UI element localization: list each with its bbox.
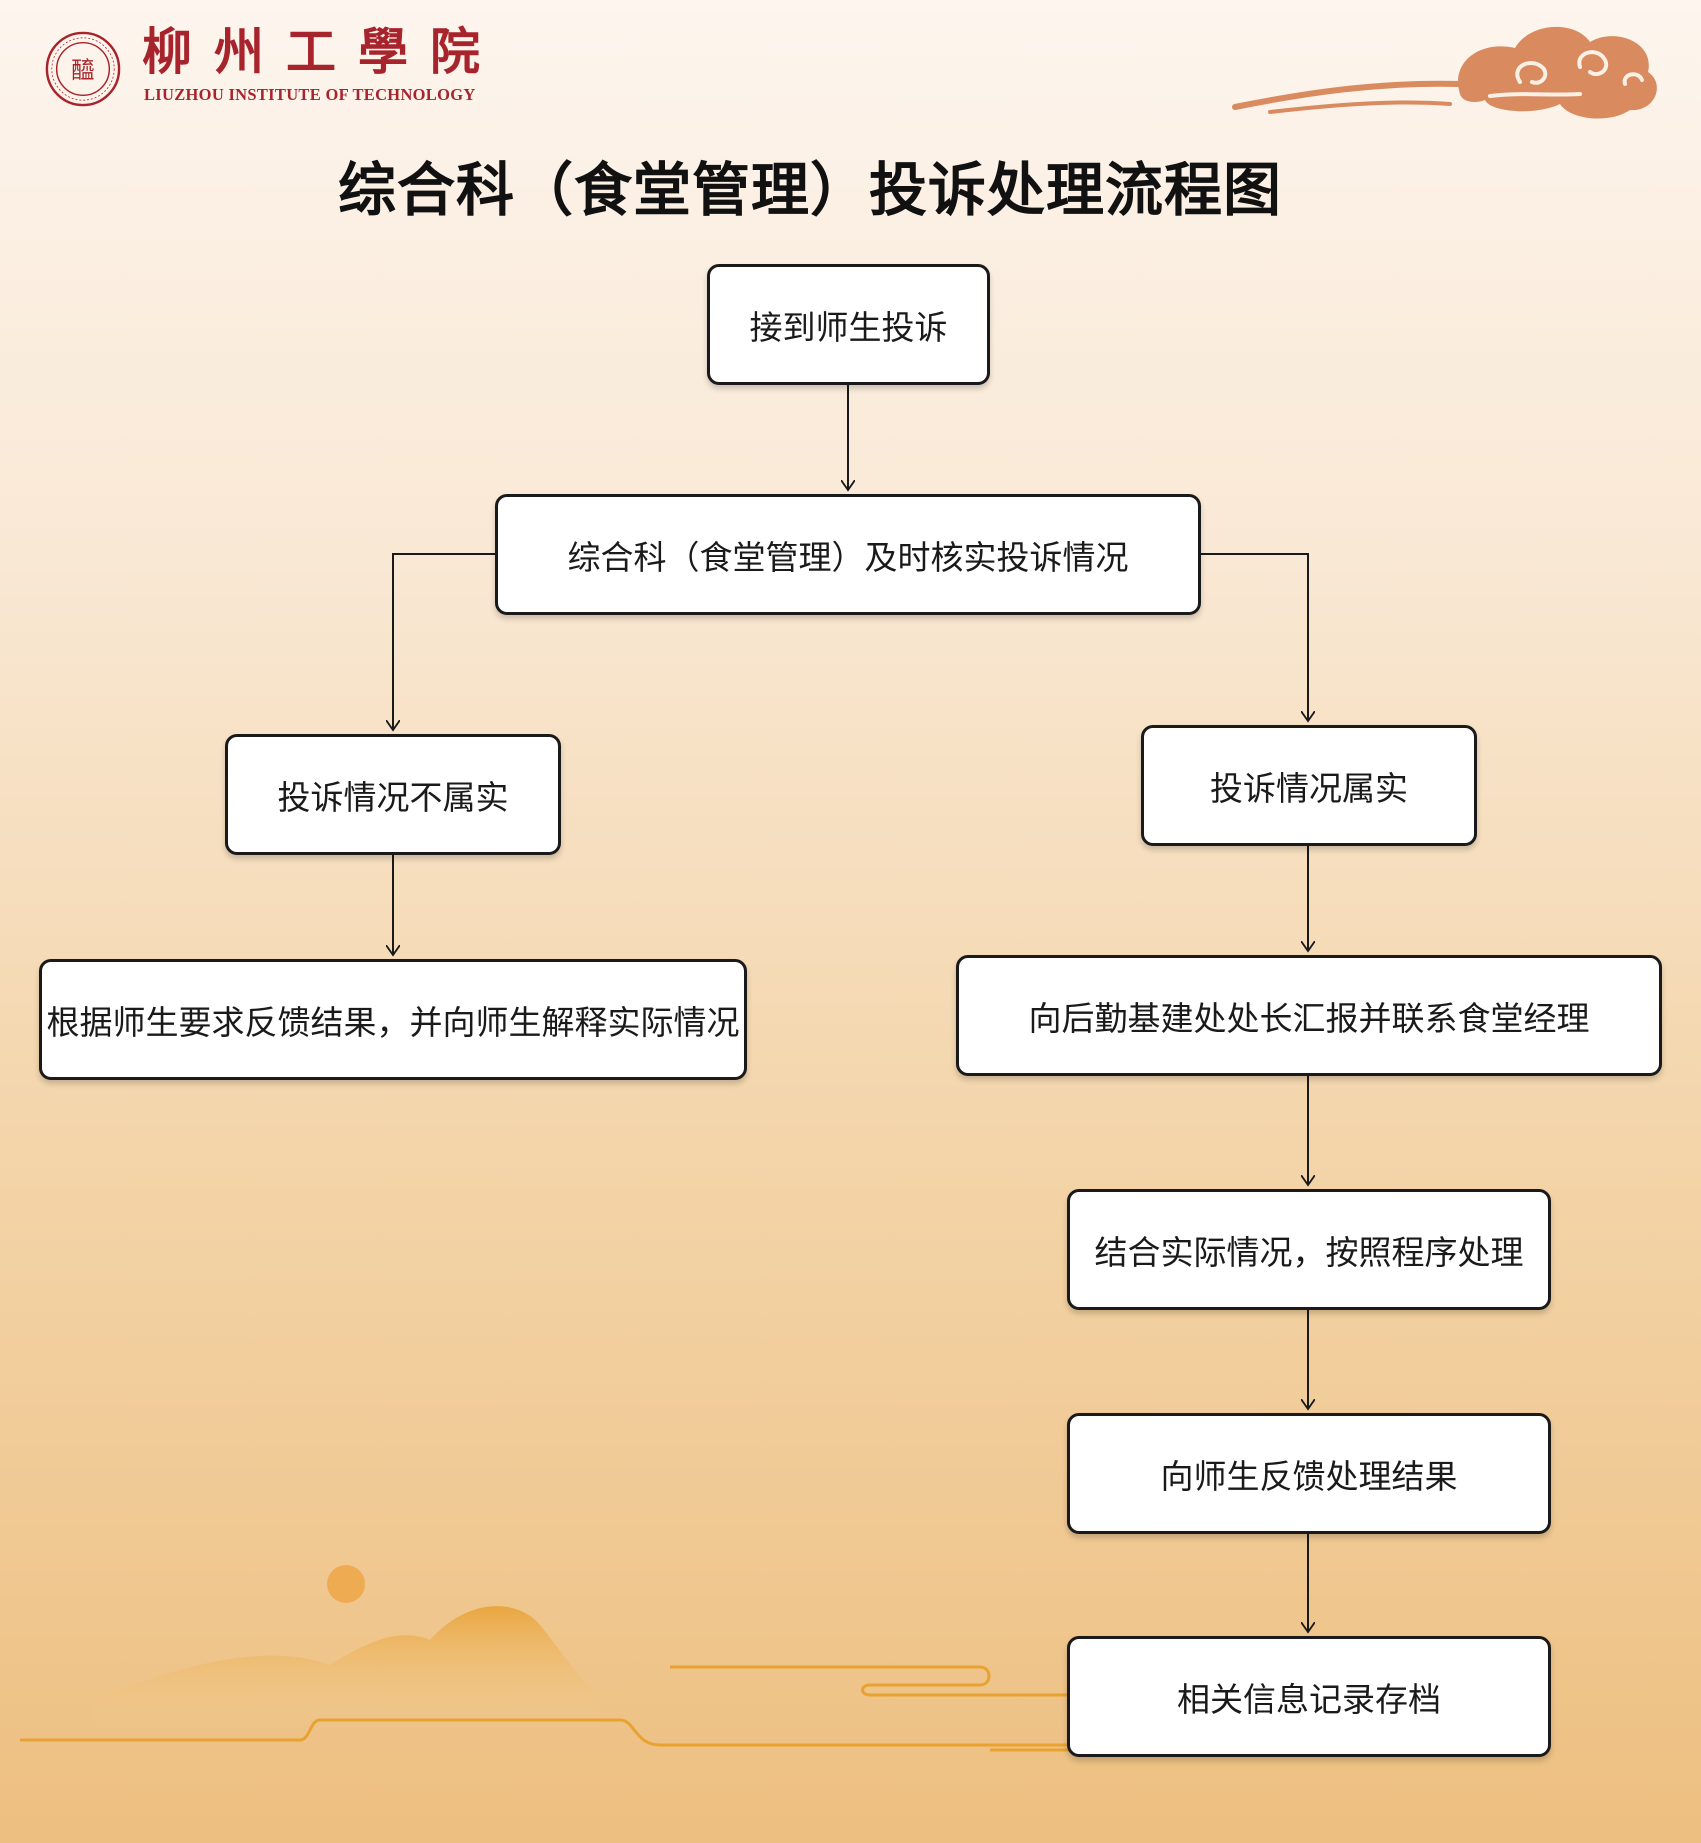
node-archive-records: 相关信息记录存档	[1067, 1636, 1551, 1757]
node-report-to-director: 向后勤基建处处长汇报并联系食堂经理	[956, 955, 1662, 1076]
arrow-verify-to-not-valid	[393, 553, 496, 730]
mountain-decoration	[20, 1565, 1090, 1752]
arrow-verify-to-valid	[1200, 553, 1308, 721]
school-name-en: LIUZHOU INSTITUTE OF TECHNOLOGY	[144, 85, 476, 104]
node-complaint-not-valid: 投诉情况不属实	[225, 734, 561, 855]
page-title: 综合科（食堂管理）投诉处理流程图	[337, 156, 1282, 224]
node-verify-complaint: 综合科（食堂管理）及时核实投诉情况	[495, 494, 1201, 615]
school-name-cn: 柳州工學院	[142, 22, 502, 81]
node-handle-by-procedure: 结合实际情况，按照程序处理	[1067, 1189, 1551, 1310]
node-complaint-valid: 投诉情况属实	[1141, 725, 1477, 846]
auspicious-cloud-decoration	[1232, 26, 1657, 119]
svg-text:醯: 醯	[71, 56, 94, 84]
school-seal-logo: 醯	[45, 31, 121, 107]
node-feedback-and-explain: 根据师生要求反馈结果，并向师生解释实际情况	[39, 959, 747, 1080]
node-feedback-result: 向师生反馈处理结果	[1067, 1413, 1551, 1534]
node-receive-complaint: 接到师生投诉	[707, 264, 990, 385]
